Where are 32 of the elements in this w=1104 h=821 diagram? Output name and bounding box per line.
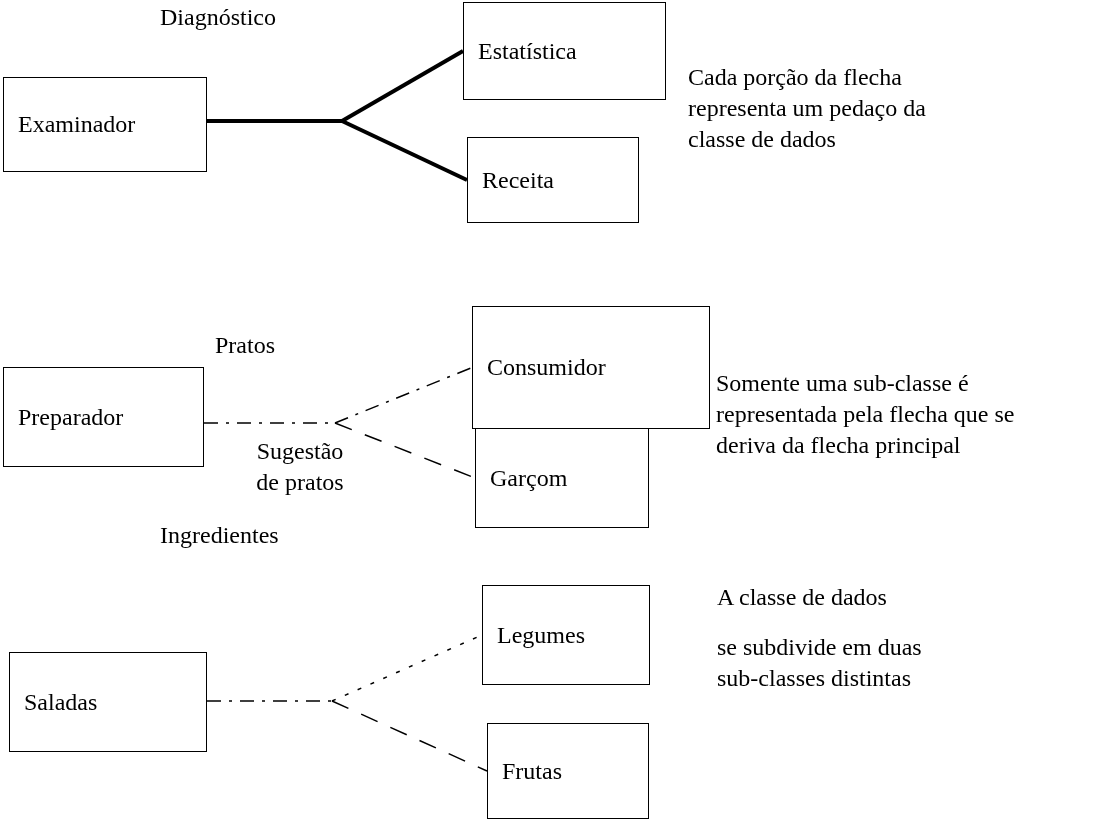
box-label: Receita (482, 166, 554, 194)
connector-line (341, 119, 468, 182)
box-label: Estatística (478, 37, 577, 65)
annotation-text: Ingredientes (160, 521, 279, 550)
annotation-text: Somente uma sub-classe é representada pela flecha que se deriva da flecha principal (716, 369, 1016, 461)
class-box (482, 585, 650, 685)
class-box (475, 428, 649, 528)
class-box (463, 2, 666, 100)
class-box (487, 723, 649, 819)
connector-line (341, 49, 464, 123)
annotation-text: se subdivide em duas sub-classes distintas (717, 633, 923, 694)
annotation-text: Cada porção da flecha representa um pedaço da classe de dados (688, 63, 927, 155)
annotation-text: A classe de dados (717, 583, 887, 612)
connector-line (206, 700, 333, 702)
box-label: Preparador (18, 403, 124, 431)
class-box (9, 652, 207, 752)
box-label: Garçom (490, 464, 568, 492)
connector-line (331, 700, 488, 772)
box-label: Saladas (24, 688, 98, 716)
connector-line (207, 119, 342, 123)
class-box (467, 137, 639, 223)
class-box (3, 367, 204, 467)
box-label: Examinador (18, 111, 136, 138)
annotation-text: Diagnóstico (160, 3, 276, 32)
annotation-text: Sugestão de pratos (255, 437, 345, 498)
box-label: Consumidor (487, 354, 606, 381)
box-label: Legumes (497, 621, 585, 649)
connector-line (334, 366, 473, 424)
class-box (3, 77, 207, 172)
box-label: Frutas (502, 757, 562, 785)
annotation-text: Pratos (215, 331, 275, 360)
class-box (472, 306, 710, 429)
